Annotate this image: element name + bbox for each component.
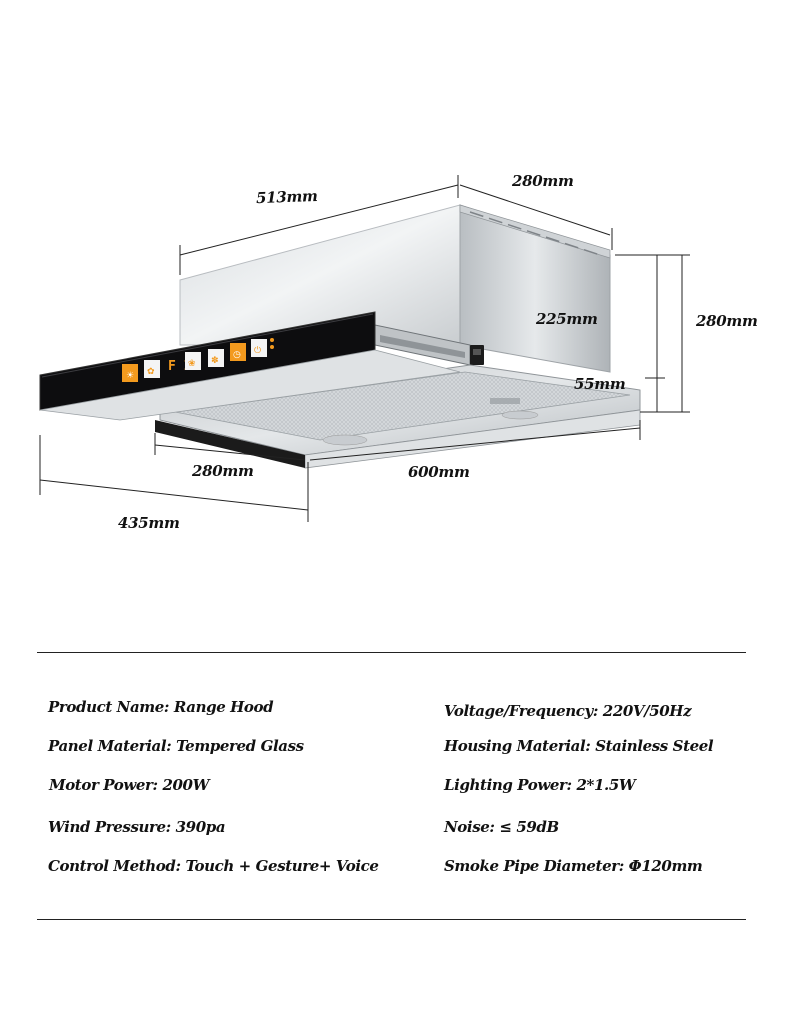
control-buttons: F I ☀ ✿ ❀ ✽ ◷ ⏻ <box>122 338 274 382</box>
top-divider <box>37 652 746 653</box>
range-hood-illustration: F I ☀ ✿ ❀ ✽ ◷ ⏻ <box>39 175 690 522</box>
dim-line-435 <box>39 479 309 511</box>
dim-line-600 <box>309 427 641 461</box>
housing-top-ledge <box>459 204 611 259</box>
slide-rail-inner <box>380 335 465 358</box>
fan-high-icon: ✽ <box>211 356 219 366</box>
fan-mid-icon: ❀ <box>188 359 196 369</box>
dim-label-435: 435mm <box>118 514 180 532</box>
spec-wind-pressure: Wind Pressure: 390pa <box>48 818 226 836</box>
filter-handle <box>490 398 520 404</box>
dim-line-280-front <box>154 444 306 461</box>
light-left <box>322 434 368 446</box>
fan-low-icon: ✿ <box>147 367 155 377</box>
button-light[interactable] <box>122 364 138 382</box>
dim-line-513 <box>179 184 459 256</box>
spec-noise: Noise: ≤ 59dB <box>444 818 559 836</box>
dim-line-280-top <box>459 184 611 236</box>
spec-product-name: Product Name: Range Hood <box>48 698 274 716</box>
indicator-dot-2 <box>270 345 274 349</box>
dim-label-600: 600mm <box>408 463 470 481</box>
dim-label-55: 55mm <box>574 375 626 393</box>
bottom-divider <box>37 919 746 920</box>
spec-smoke-pipe: Smoke Pipe Diameter: Φ120mm <box>444 857 703 875</box>
spec-voltage: Voltage/Frequency: 220V/50Hz <box>444 702 692 720</box>
dim-label-225: 225mm <box>536 310 598 328</box>
spec-control-method: Control Method: Touch + Gesture+ Voice <box>48 857 379 875</box>
spec-motor-power: Motor Power: 200W <box>49 776 210 794</box>
dim-label-280-top: 280mm <box>512 172 574 190</box>
spec-panel-material: Panel Material: Tempered Glass <box>48 737 304 755</box>
spec-housing-material: Housing Material: Stainless Steel <box>444 737 714 755</box>
button-mid[interactable] <box>185 352 201 370</box>
dim-label-280-front: 280mm <box>192 462 254 480</box>
glass-highlight <box>41 313 374 378</box>
glass-panel-bottom-edge <box>39 349 461 421</box>
dim-label-513: 513mm <box>255 186 318 208</box>
power-icon: ⏻ <box>254 345 261 356</box>
button-timer[interactable] <box>230 343 246 361</box>
light-icon: ☀ <box>126 371 134 381</box>
indicator-dot-1 <box>270 338 274 342</box>
button-high[interactable] <box>208 349 224 367</box>
button-power[interactable] <box>251 339 267 357</box>
timer-icon: ◷ <box>233 350 241 360</box>
dim-label-280-right: 280mm <box>696 312 758 330</box>
button-low[interactable] <box>144 360 160 378</box>
dimension-lines <box>39 175 690 522</box>
light-right <box>501 410 539 420</box>
side-rail-marks <box>469 211 601 256</box>
spec-lighting-power: Lighting Power: 2*1.5W <box>444 776 636 794</box>
switch-light <box>473 349 481 355</box>
